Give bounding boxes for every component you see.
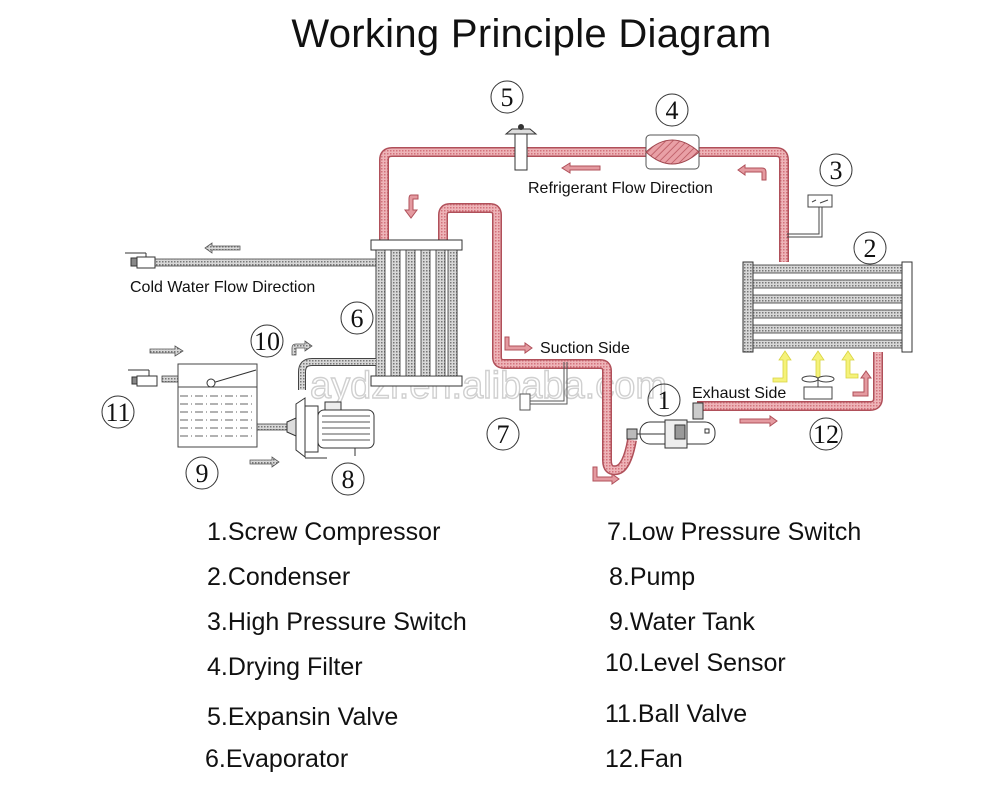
callout-circle <box>101 395 135 429</box>
suction-side-label: Suction Side <box>540 340 630 357</box>
refrigerant-pipes <box>379 147 883 476</box>
arrow-bend-icon <box>504 336 533 354</box>
legend-item: 11.Ball Valve <box>605 700 748 728</box>
arrow-left-icon <box>204 242 241 254</box>
legend-item: 6.Evaporator <box>205 745 349 773</box>
water-flow-arrows <box>149 242 313 468</box>
arrow-right-icon <box>149 345 184 357</box>
expansion-valve <box>504 124 538 171</box>
low-pressure-switch <box>519 362 568 411</box>
callout-circle <box>185 456 219 490</box>
high-pressure-switch <box>787 194 833 238</box>
arrow-up-icon <box>852 370 872 397</box>
condenser <box>742 261 913 353</box>
callout-circle <box>647 383 681 417</box>
callout-circle <box>486 417 520 451</box>
refrigerant-flow-arrows <box>404 162 872 485</box>
evaporator <box>370 239 463 387</box>
callout-8: 8 <box>331 462 365 496</box>
legend-item: 12.Fan <box>605 745 683 773</box>
arrow-bend-icon <box>737 164 767 181</box>
callout-circle <box>340 301 374 335</box>
airflow-arrows <box>772 350 859 383</box>
refrigerant-flow-label: Refrigerant Flow Direction <box>528 180 713 197</box>
callout-circle <box>331 462 365 496</box>
callout-number: 5 <box>501 83 514 112</box>
callout-9: 9 <box>185 456 219 490</box>
legend-item: 2.Condenser <box>207 563 351 591</box>
callout-circle <box>809 417 843 451</box>
callout-number: 2 <box>864 234 877 263</box>
level-sensor <box>206 369 257 388</box>
legend-item: 9.Water Tank <box>609 608 755 636</box>
callout-number: 10 <box>254 327 280 356</box>
water-tank <box>177 363 258 448</box>
callout-number: 6 <box>351 304 364 333</box>
ball-valve <box>125 252 158 387</box>
legend-item: 3.High Pressure Switch <box>207 608 467 636</box>
callout-circle <box>490 80 524 114</box>
legend-item: 7.Low Pressure Switch <box>607 518 862 546</box>
drying-filter <box>645 134 700 170</box>
callout-3: 3 <box>819 153 853 187</box>
screw-compressor <box>626 402 716 449</box>
legend-item: 5.Expansin Valve <box>207 703 399 731</box>
callout-circle <box>655 93 689 127</box>
legend-item: 10.Level Sensor <box>605 649 786 677</box>
callout-number: 8 <box>342 465 355 494</box>
callout-number: 3 <box>830 156 843 185</box>
water-pipes <box>135 258 377 431</box>
arrow-down-icon <box>404 194 419 219</box>
fan <box>801 375 835 400</box>
refrigeration-diagram: aydzl.en.alibaba.com <box>101 80 913 496</box>
exhaust-side-label: Exhaust Side <box>692 385 786 402</box>
cold-water-flow-label: Cold Water Flow Direction <box>130 279 315 296</box>
callout-7: 7 <box>486 417 520 451</box>
callout-1: 1 <box>647 383 681 417</box>
arrow-right-icon <box>739 415 778 427</box>
callout-number: 1 <box>658 386 671 415</box>
callout-circle <box>819 153 853 187</box>
callout-number: 12 <box>813 420 839 449</box>
callout-4: 4 <box>655 93 689 127</box>
legend-item: 1.Screw Compressor <box>207 518 441 546</box>
callout-12: 12 <box>809 417 843 451</box>
diagram-title: Working Principle Diagram <box>291 12 772 56</box>
watermark: aydzl.en.alibaba.com <box>310 365 667 407</box>
callout-number: 7 <box>497 420 510 449</box>
legend-item: 4.Drying Filter <box>207 653 363 681</box>
arrow-bend-icon <box>592 466 620 485</box>
arrow-right-icon <box>249 456 280 468</box>
callout-number: 9 <box>196 459 209 488</box>
legend-item: 8.Pump <box>609 563 696 591</box>
callout-10: 10 <box>250 324 284 358</box>
callout-11: 11 <box>101 395 135 429</box>
callout-6: 6 <box>340 301 374 335</box>
arrow-bend-icon <box>291 340 313 356</box>
callout-circle <box>853 231 887 265</box>
callout-circle <box>250 324 284 358</box>
callout-number: 11 <box>105 398 130 427</box>
callout-number: 4 <box>666 96 679 125</box>
callout-2: 2 <box>853 231 887 265</box>
arrow-left-icon <box>561 162 601 174</box>
callout-5: 5 <box>490 80 524 114</box>
pump <box>286 397 375 459</box>
